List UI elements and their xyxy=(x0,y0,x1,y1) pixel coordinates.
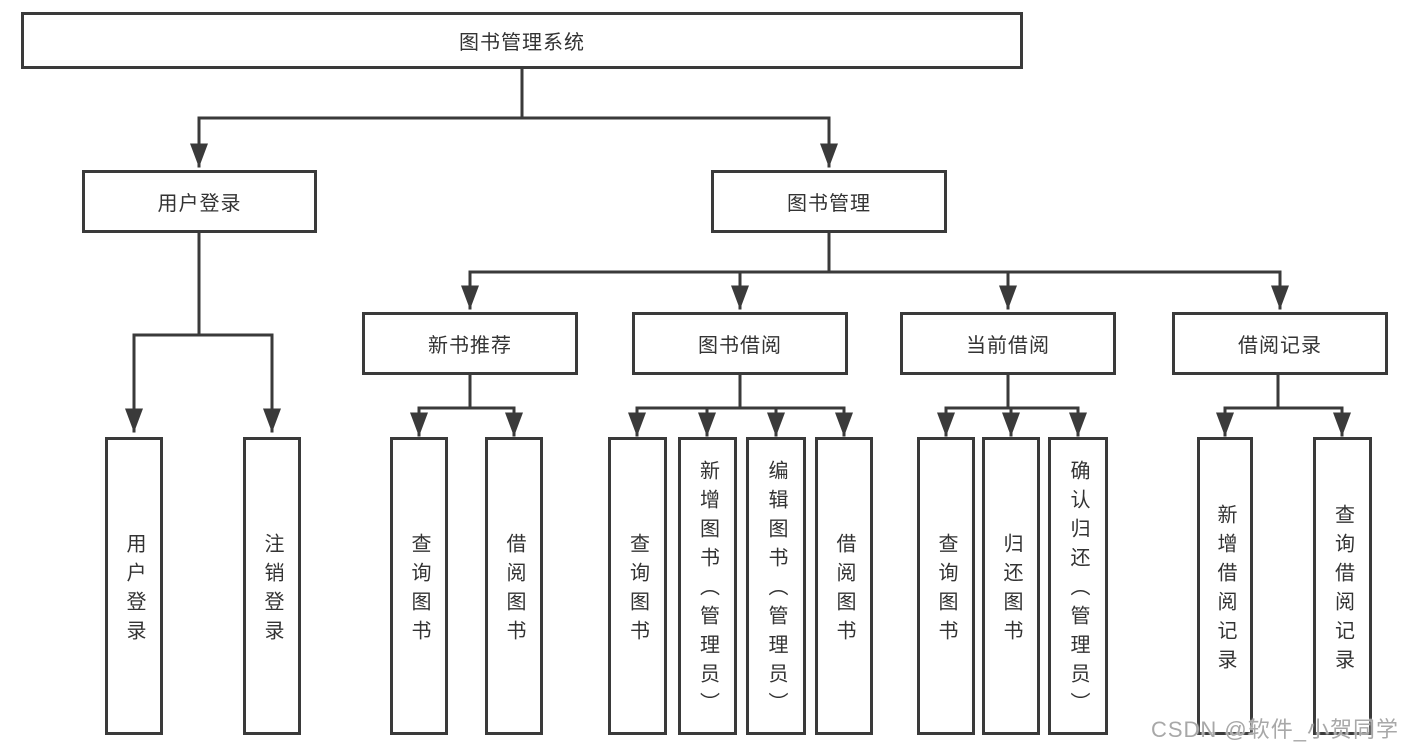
node-label: 查询图书 xyxy=(626,532,649,649)
node-book-management: 图书管理 xyxy=(711,170,947,233)
node-leaf-recommend-borrow-book: 借阅图书 xyxy=(485,437,543,735)
node-user-login: 用户登录 xyxy=(82,170,317,233)
node-leaf-borrow-add-book-admin: 新增图书（管理员） xyxy=(678,437,737,735)
node-label: 借阅图书 xyxy=(503,532,525,649)
node-current-borrow: 当前借阅 xyxy=(900,312,1116,375)
node-label: 新增借阅记录 xyxy=(1214,503,1236,678)
node-leaf-current-return-book: 归还图书 xyxy=(982,437,1040,735)
node-label: 用户登录 xyxy=(157,193,242,215)
node-borrow-record: 借阅记录 xyxy=(1172,312,1388,375)
node-label: 注销登录 xyxy=(261,532,283,649)
node-label: 查询图书 xyxy=(935,532,957,649)
node-leaf-recommend-query-book: 查询图书 xyxy=(390,437,448,735)
node-leaf-borrow-edit-book-admin: 编辑图书（管理员） xyxy=(746,437,806,735)
node-library-management-system: 图书管理系统 xyxy=(21,12,1023,69)
node-label: 图书管理系统 xyxy=(459,32,585,54)
node-label: 归还图书 xyxy=(1000,532,1022,649)
node-label: 编辑图书（管理员） xyxy=(765,460,787,721)
node-leaf-current-confirm-return-admin: 确认归还（管理员） xyxy=(1048,437,1108,735)
node-label: 查询图书 xyxy=(408,532,430,649)
node-leaf-user-login: 用户登录 xyxy=(105,437,163,735)
node-new-book-recommend: 新书推荐 xyxy=(362,312,578,375)
node-label: 查询借阅记录 xyxy=(1331,503,1354,678)
watermark: CSDN @软件_小贺同学 xyxy=(1150,717,1399,742)
node-leaf-record-add: 新增借阅记录 xyxy=(1197,437,1253,735)
node-leaf-logout: 注销登录 xyxy=(243,437,301,735)
node-label: 借阅记录 xyxy=(1238,335,1322,357)
node-label: 借阅图书 xyxy=(833,532,855,649)
node-leaf-borrow-query-book: 查询图书 xyxy=(608,437,667,735)
node-leaf-current-query-book: 查询图书 xyxy=(917,437,975,735)
node-label: 图书借阅 xyxy=(698,335,782,357)
node-leaf-record-query: 查询借阅记录 xyxy=(1313,437,1372,735)
node-label: 新书推荐 xyxy=(428,335,512,357)
node-label: 图书管理 xyxy=(787,193,871,215)
node-label: 当前借阅 xyxy=(966,335,1050,357)
node-label: 新增图书（管理员） xyxy=(696,460,719,721)
node-label: 用户登录 xyxy=(123,532,145,649)
node-label: 确认归还（管理员） xyxy=(1067,460,1089,721)
node-leaf-borrow-borrow-book: 借阅图书 xyxy=(815,437,873,735)
node-book-borrow: 图书借阅 xyxy=(632,312,848,375)
